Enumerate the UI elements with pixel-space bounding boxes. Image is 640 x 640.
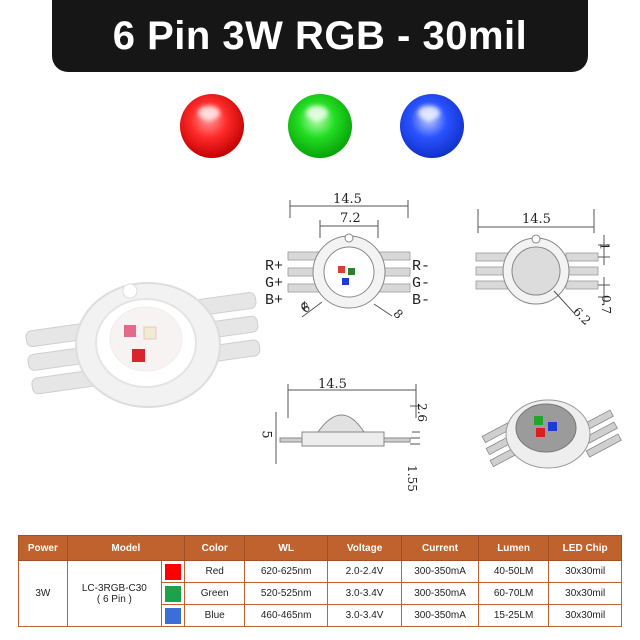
spec-table: Power Model Color WL Voltage Current Lum… bbox=[18, 535, 622, 627]
cell-color: Green bbox=[183, 582, 246, 605]
blue-led-icon bbox=[400, 94, 464, 158]
pin-b-plus: B+ bbox=[265, 292, 284, 309]
table-row: 3W LC-3RGB-C30 ( 6 Pin ) Red 620-625nm 2… bbox=[18, 560, 622, 627]
pin-r-plus: R+ bbox=[265, 258, 284, 275]
header-wl: WL bbox=[244, 535, 328, 561]
cell-model: LC-3RGB-C30 ( 6 Pin ) bbox=[66, 560, 162, 627]
pin-g-plus: G+ bbox=[265, 275, 284, 292]
table-header-row: Power Model Color WL Voltage Current Lum… bbox=[18, 535, 622, 561]
blue-swatch bbox=[164, 607, 181, 624]
cell-chip: 30x30mil bbox=[548, 604, 622, 627]
cell-wl: 460-465nm bbox=[244, 604, 328, 627]
cell-voltage: 3.0-3.4V bbox=[326, 582, 403, 605]
pin-g-minus: G- bbox=[412, 275, 431, 292]
dim-side-width: 14.5 bbox=[318, 377, 347, 392]
header-model: Model bbox=[66, 535, 185, 561]
cell-voltage: 2.0-2.4V bbox=[326, 560, 403, 583]
cell-power: 3W bbox=[18, 560, 68, 627]
model-name: LC-3RGB-C30 bbox=[81, 582, 147, 594]
dim-top-inner: 7.2 bbox=[340, 211, 361, 226]
dim-right-width: 14.5 bbox=[522, 212, 551, 227]
header-lumen: Lumen bbox=[477, 535, 550, 561]
side-view-drawing bbox=[275, 384, 420, 464]
table-row: Green 520-525nm 3.0-3.4V 300-350mA 60-70… bbox=[19, 582, 622, 605]
led-product-photo bbox=[25, 282, 261, 408]
header-color: Color bbox=[183, 535, 246, 561]
dim-side-dome: 2.6 bbox=[415, 402, 430, 423]
red-led-icon bbox=[180, 94, 244, 158]
swatch-cell bbox=[160, 582, 185, 605]
cell-chip: 30x30mil bbox=[548, 582, 622, 605]
led-3d-render bbox=[481, 399, 622, 469]
cell-chip: 30x30mil bbox=[548, 560, 622, 583]
header-power: Power bbox=[18, 535, 68, 561]
dim-side-base: 1.55 bbox=[404, 465, 419, 492]
header-led-chip: LED Chip bbox=[548, 535, 622, 561]
right-view-drawing bbox=[475, 209, 610, 314]
page-title: 6 Pin 3W RGB - 30mil bbox=[112, 13, 528, 58]
pin-labels-left: R+ G+ B+ bbox=[265, 258, 283, 309]
pin-b-minus: B- bbox=[412, 292, 431, 309]
cell-wl: 520-525nm bbox=[244, 582, 328, 605]
swatch-cell bbox=[160, 604, 185, 627]
cell-voltage: 3.0-3.4V bbox=[326, 604, 403, 627]
dim-right-pin: 1 bbox=[597, 242, 612, 251]
cell-current: 300-350mA bbox=[401, 582, 479, 605]
top-view-drawing: ⌀ bbox=[287, 200, 411, 318]
cell-wl: 620-625nm bbox=[244, 560, 328, 583]
pin-labels-right: R- G- B- bbox=[412, 258, 430, 309]
cell-color: Blue bbox=[183, 604, 246, 627]
cell-lumen: 60-70LM bbox=[477, 582, 550, 605]
header-voltage: Voltage bbox=[326, 535, 403, 561]
model-pins: ( 6 Pin ) bbox=[96, 593, 132, 605]
red-swatch bbox=[164, 563, 181, 580]
cell-color: Red bbox=[183, 560, 246, 583]
header-current: Current bbox=[401, 535, 479, 561]
green-led-icon bbox=[288, 94, 352, 158]
cell-current: 300-350mA bbox=[401, 560, 479, 583]
green-swatch bbox=[164, 585, 181, 602]
dim-side-height: 5 bbox=[258, 430, 274, 439]
table-row: Blue 460-465nm 3.0-3.4V 300-350mA 15-25L… bbox=[19, 604, 622, 627]
cell-lumen: 15-25LM bbox=[477, 604, 550, 627]
cell-current: 300-350mA bbox=[401, 604, 479, 627]
title-banner: 6 Pin 3W RGB - 30mil bbox=[52, 0, 588, 72]
cell-lumen: 40-50LM bbox=[477, 560, 550, 583]
dim-right-gap: 0.7 bbox=[599, 294, 614, 315]
dim-top-width: 14.5 bbox=[333, 192, 362, 207]
swatch-cell bbox=[160, 560, 185, 583]
pin-r-minus: R- bbox=[412, 258, 431, 275]
